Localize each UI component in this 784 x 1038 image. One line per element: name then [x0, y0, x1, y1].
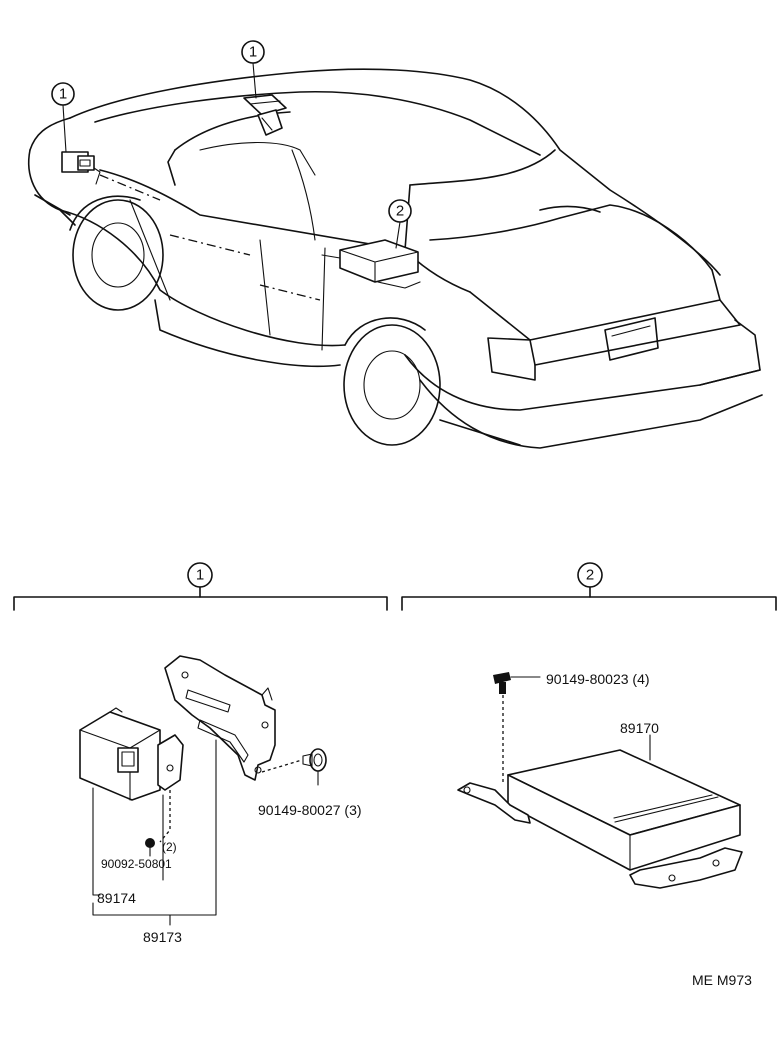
label-90092-50801: 90092-50801 — [101, 857, 172, 871]
control-module-89170 — [457, 734, 743, 889]
car-illustration — [28, 62, 763, 449]
screw-90149-80023 — [493, 672, 541, 785]
svg-text:1: 1 — [196, 567, 204, 584]
svg-text:2: 2 — [396, 203, 404, 220]
relay-unit-89174 — [79, 707, 184, 801]
callout-2-trunk: 2 — [388, 199, 412, 223]
mounting-bracket — [164, 655, 276, 781]
callout-1-front: 1 — [51, 82, 75, 106]
label-90149-80023: 90149-80023 (4) — [546, 671, 650, 687]
label-89173: 89173 — [143, 929, 182, 945]
callout-1-roof: 1 — [241, 40, 265, 64]
svg-text:1: 1 — [59, 86, 67, 103]
trunk-control-module — [321, 239, 421, 289]
label-nut-qty: (2) — [162, 840, 177, 854]
front-wheel — [69, 195, 164, 311]
roof-sensor-unit — [243, 94, 287, 136]
svg-text:1: 1 — [249, 44, 257, 61]
label-89174: 89174 — [97, 890, 136, 906]
screw-90149-80027 — [261, 748, 327, 786]
rear-wheel — [343, 317, 441, 446]
label-90149-80027: 90149-80027 (3) — [258, 802, 362, 818]
front-sensor-unit — [61, 151, 101, 185]
group-1-bracket: 1 — [13, 562, 388, 611]
svg-text:2: 2 — [586, 567, 594, 584]
label-89170: 89170 — [620, 720, 659, 736]
diagram-code: ME M973 — [692, 972, 752, 988]
group-2-bracket: 2 — [401, 562, 777, 611]
